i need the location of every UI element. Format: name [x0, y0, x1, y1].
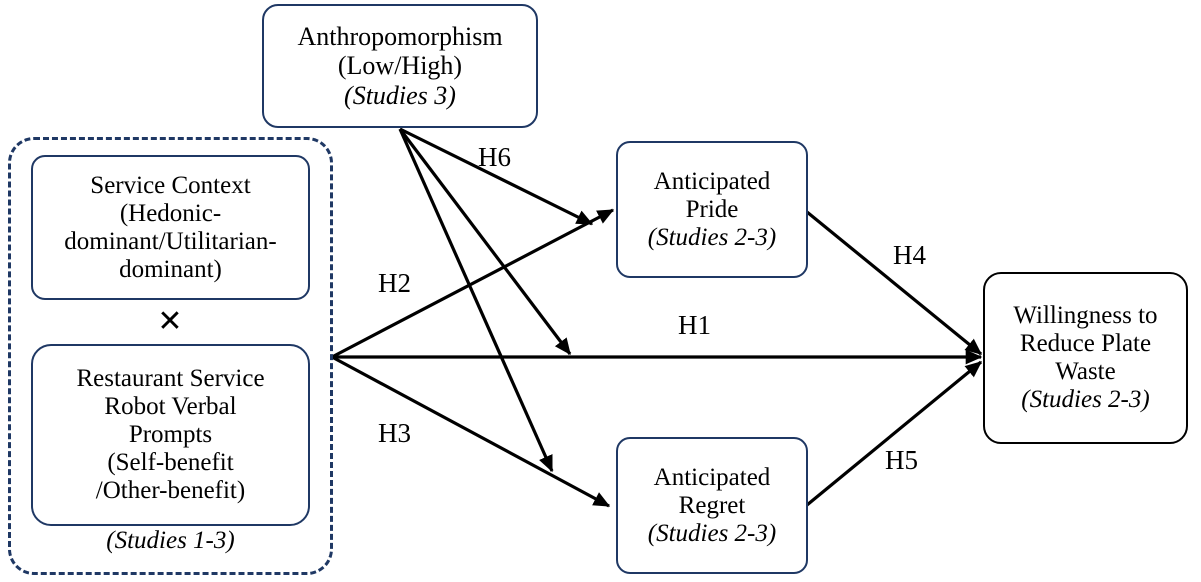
node-robot-verbal-prompts-line-2: Robot Verbal	[104, 393, 237, 420]
node-anticipated-regret-line-1: Anticipated	[653, 463, 771, 491]
edge-label-h1: H1	[678, 310, 711, 340]
node-willingness-line-2: Reduce Plate	[1019, 330, 1152, 357]
edge-label-h3: H3	[378, 418, 411, 448]
node-anticipated-pride-study-note: (Studies 2-3)	[647, 223, 777, 251]
node-anticipated-regret-study-note: (Studies 2-3)	[647, 519, 777, 547]
edge-label-h4: H4	[893, 240, 926, 270]
interaction-operator-icon: ✕	[157, 304, 183, 339]
node-robot-verbal-prompts-line-5: /Other-benefit)	[95, 477, 246, 504]
edge-label-h5: H5	[885, 445, 918, 475]
node-anthropomorphism-line-2: (Low/High)	[337, 51, 463, 81]
node-willingness-study-note: (Studies 2-3)	[1021, 386, 1150, 413]
independent-variables-group-caption: (Studies 1-3)	[106, 527, 235, 554]
node-robot-verbal-prompts[interactable]: Restaurant Service Robot Verbal Prompts …	[31, 344, 310, 526]
node-anticipated-pride-line-1: Anticipated	[653, 167, 771, 195]
edge-label-h6: H6	[478, 142, 511, 172]
arrow-h5	[805, 360, 983, 507]
node-service-context-line-4: dominant)	[119, 255, 222, 283]
node-anthropomorphism-study-note: (Studies 3)	[344, 80, 456, 110]
node-service-context-line-1: Service Context	[90, 171, 251, 199]
arrow-h6-onto-h3	[398, 128, 554, 473]
node-robot-verbal-prompts-line-4: (Self-benefit	[107, 449, 234, 476]
node-service-context-line-3: dominant/Utilitarian-	[64, 227, 277, 255]
node-robot-verbal-prompts-line-3: Prompts	[128, 421, 213, 448]
node-anticipated-pride[interactable]: Anticipated Pride (Studies 2-3)	[616, 141, 808, 278]
node-anticipated-pride-line-2: Pride	[685, 195, 739, 223]
arrow-h4	[805, 210, 983, 356]
node-service-context-line-2: (Hedonic-	[119, 199, 222, 227]
node-anthropomorphism[interactable]: Anthropomorphism (Low/High) (Studies 3)	[262, 4, 538, 128]
independent-variables-group	[8, 137, 333, 575]
node-anticipated-regret[interactable]: Anticipated Regret (Studies 2-3)	[616, 437, 808, 574]
node-robot-verbal-prompts-line-1: Restaurant Service	[76, 365, 265, 392]
node-willingness-line-3: Waste	[1055, 358, 1116, 385]
node-willingness-line-1: Willingness to	[1013, 302, 1158, 329]
edge-label-h2: H2	[378, 268, 411, 298]
node-anticipated-regret-line-2: Regret	[678, 491, 746, 519]
node-anthropomorphism-line-1: Anthropomorphism	[297, 22, 503, 52]
arrow-h3	[331, 355, 611, 508]
arrow-h2	[331, 208, 615, 359]
node-service-context[interactable]: Service Context (Hedonic- dominant/Utili…	[31, 155, 310, 300]
node-willingness-to-reduce-plate-waste[interactable]: Willingness to Reduce Plate Waste (Studi…	[983, 272, 1188, 444]
